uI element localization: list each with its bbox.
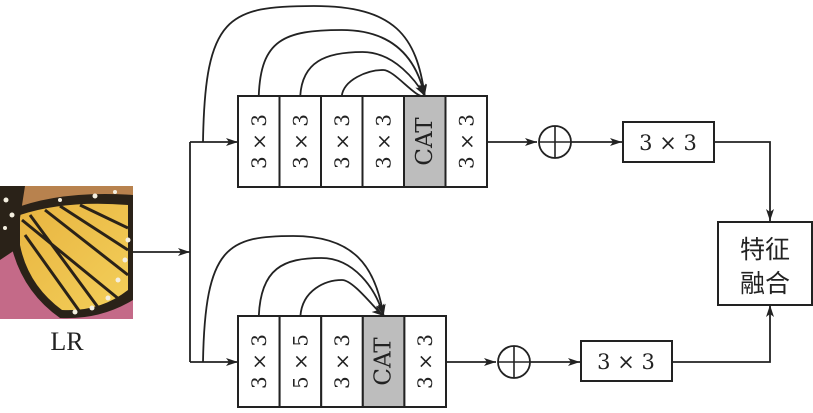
upper-branch: 3 × 3 3 × 3 3 × 3 3 × 3 CAT 3 × 3 xyxy=(202,5,488,188)
conv-cell xyxy=(320,95,364,188)
conv-kernel-label: 3 × 3 xyxy=(288,114,312,169)
conv-cell xyxy=(320,315,364,408)
lower-branch: 3 × 3 5 × 5 3 × 3 CAT 3 × 3 xyxy=(202,235,447,408)
fusion-label-line2: 融合 xyxy=(740,269,790,298)
upper-to-fusion-arrow xyxy=(714,141,774,221)
lower-add-node xyxy=(497,345,531,379)
cat-label: CAT xyxy=(412,117,438,166)
conv-cell xyxy=(237,315,281,408)
conv-cell xyxy=(278,95,322,188)
upper-post-conv-label: 3 × 3 xyxy=(639,131,697,155)
skip-connection-arc xyxy=(202,235,386,363)
conv-kernel-label: 3 × 3 xyxy=(247,334,271,389)
feature-fusion-box xyxy=(717,221,813,306)
conv-cell xyxy=(403,315,447,408)
conv-kernel-label: 3 × 3 xyxy=(454,114,478,169)
lr-input-image xyxy=(0,186,133,319)
conv-cell xyxy=(444,95,488,188)
upper-add-node xyxy=(538,125,572,159)
conv-kernel-label: 3 × 3 xyxy=(330,114,354,169)
conv-cell xyxy=(361,95,405,188)
fusion-label-line1: 特征 xyxy=(740,235,790,264)
cat-cell xyxy=(403,95,447,188)
skip-connection-arc xyxy=(257,29,427,97)
conv-cell xyxy=(237,95,281,188)
lower-to-fusion-arrow xyxy=(672,305,774,363)
conv-kernel-label: 3 × 3 xyxy=(330,334,354,389)
skip-connection-arc xyxy=(257,257,385,317)
skip-connection-arc xyxy=(202,5,428,143)
skip-connection-arc xyxy=(299,279,385,317)
conv-kernel-label: 3 × 3 xyxy=(371,114,395,169)
lower-post-conv-box xyxy=(580,340,673,382)
conv-kernel-label: 5 × 5 xyxy=(288,334,312,389)
conv-kernel-label: 3 × 3 xyxy=(413,334,437,389)
skip-connection-arc xyxy=(299,51,426,97)
lr-label: LR xyxy=(50,327,84,356)
cat-label: CAT xyxy=(371,337,397,386)
conv-kernel-label: 3 × 3 xyxy=(247,114,271,169)
lower-post-conv-label: 3 × 3 xyxy=(597,350,655,374)
cat-cell xyxy=(361,315,406,408)
skip-connection-arc xyxy=(340,69,426,105)
